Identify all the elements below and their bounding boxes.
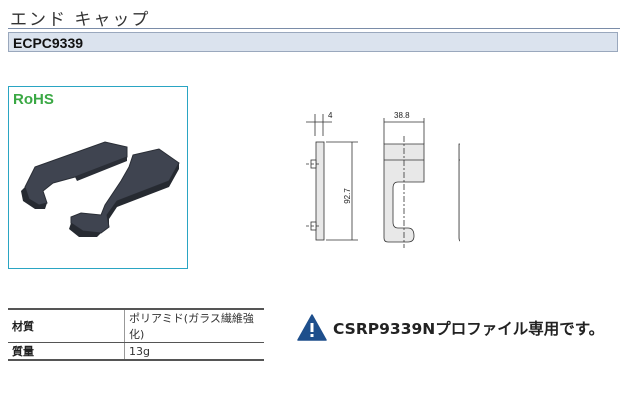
table-row: 材質 ポリアミド(ガラス繊維強化) <box>8 308 264 343</box>
product-photo-frame: RoHS <box>8 86 188 269</box>
spec-value-mass: 13g <box>124 342 264 361</box>
front-view-drawing <box>383 118 425 248</box>
spec-table: 材質 ポリアミド(ガラス繊維強化) 質量 13g <box>8 308 264 361</box>
height-label: 92.7 <box>343 188 352 204</box>
spec-label-material: 材質 <box>8 308 125 343</box>
product-code-bar: ECPC9339 <box>8 32 618 52</box>
width-label: 38.8 <box>394 111 410 120</box>
spec-label-mass: 質量 <box>8 342 125 361</box>
rohs-badge: RoHS <box>13 91 54 108</box>
end-cap-photo <box>21 141 180 237</box>
thickness-label: 4 <box>328 111 333 120</box>
table-row: 質量 13g <box>8 342 264 361</box>
page-title: エンド キャップ <box>10 10 151 30</box>
warning-icon <box>297 314 327 341</box>
back-view-drawing <box>458 143 460 242</box>
note-text: CSRP9339Nプロファイル専用です。 <box>333 319 605 338</box>
usage-note: CSRP9339Nプロファイル専用です。 <box>297 314 604 341</box>
spec-value-material: ポリアミド(ガラス繊維強化) <box>124 308 264 343</box>
technical-drawings: 4 38.8 92.7 <box>306 111 460 248</box>
side-view-drawing <box>306 114 358 241</box>
title-divider <box>8 28 620 29</box>
